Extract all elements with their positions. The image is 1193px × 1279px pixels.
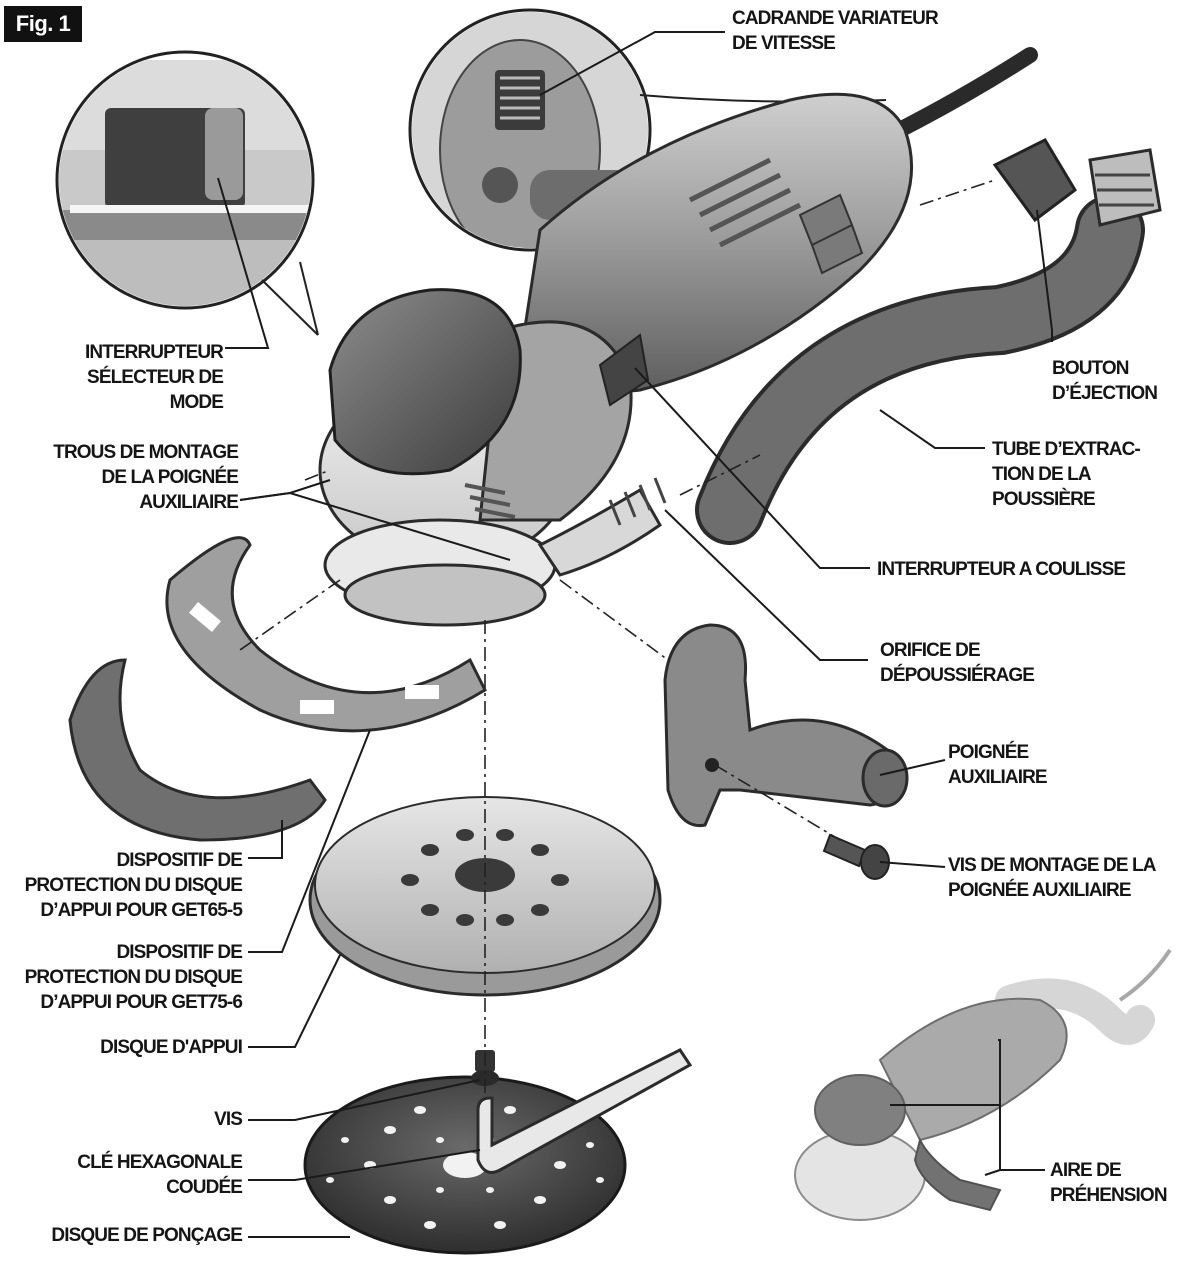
label-guard-75: DISPOSITIF DE PROTECTION DU DISQUE D’APP… [24, 942, 243, 1013]
label-hex-key: CLÉ HEXAGONALE COUDÉE [77, 1152, 243, 1198]
label-screw: VIS [214, 1109, 243, 1130]
label-slide-switch: INTERRUPTEUR A COULISSE [877, 559, 1126, 580]
label-grip-area: AIRE DE PRÉHENSION [1050, 1160, 1168, 1206]
label-speed-dial: CADRANDE VARIATEUR DE VITESSE [732, 8, 939, 54]
pad-guard-get65-5 [68, 658, 327, 842]
label-guard-65: DISPOSITIF DE PROTECTION DU DISQUE D’APP… [24, 850, 243, 921]
label-sanding-disc: DISQUE DE PONÇAGE [51, 1225, 242, 1246]
label-backing-pad: DISQUE D'APPUI [100, 1037, 243, 1058]
label-dust-tube: TUBE D’EXTRAC- TION DE LA POUSSIÈRE [992, 439, 1141, 510]
pad-guard-get75-6 [165, 536, 487, 733]
label-eject-button: BOUTON D’ÉJECTION [1052, 358, 1158, 404]
label-dust-port: ORIFICE DE DÉPOUSSIÉRAGE [880, 640, 1035, 686]
hex-key-part [476, 1048, 693, 1174]
dust-extraction-tube [695, 138, 1162, 545]
assembly-axes [239, 179, 996, 1100]
leader-lines [217, 31, 1053, 1238]
handle-screw-part [822, 833, 890, 880]
mode-switch-inset [55, 50, 319, 336]
auxiliary-handle-part [663, 623, 909, 828]
label-handle-holes: TROUS DE MONTAGE DE LA POIGNÉE AUXILIAIR… [53, 442, 239, 513]
figure-label: Fig. 1 [4, 6, 82, 42]
label-handle-screw: VIS DE MONTAGE DE LA POIGNÉE AUXILIAIRE [948, 855, 1156, 901]
label-mode-switch: INTERRUPTEUR SÉLECTEUR DE MODE [84, 342, 224, 413]
label-aux-handle: POIGNÉE AUXILIAIRE [948, 742, 1048, 788]
sander-body [318, 47, 1038, 627]
